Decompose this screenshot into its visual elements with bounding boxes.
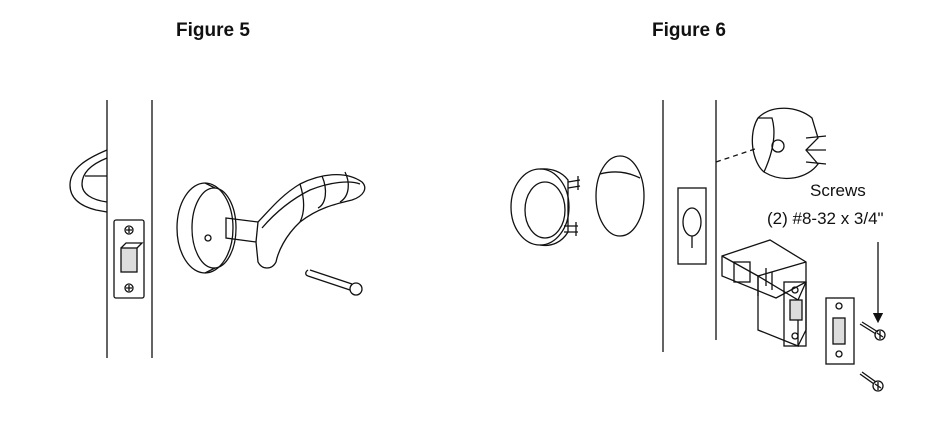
door-edge-mortise <box>677 187 707 265</box>
latch-screw-top <box>124 225 134 235</box>
screw-1 <box>859 321 886 341</box>
bore-hole <box>595 155 645 237</box>
figure-6-drawing <box>510 100 886 392</box>
lever-rose <box>176 182 234 274</box>
latch-front-plate <box>783 281 807 347</box>
latch-faceplate <box>113 219 145 299</box>
lever-handle <box>225 173 366 269</box>
latch-bolt <box>120 247 138 273</box>
latch-screw-bottom <box>124 283 134 293</box>
back-lever <box>69 149 108 213</box>
bracket-guide-line <box>715 147 759 163</box>
callout-screws-spec: (2) #8-32 x 3/4" <box>767 209 884 228</box>
strike-plate <box>825 297 855 365</box>
figure-5-drawing <box>69 100 366 358</box>
rose-cover <box>510 168 570 246</box>
lever-pin <box>307 269 353 291</box>
mounting-bracket <box>751 107 819 180</box>
screw-2 <box>859 371 884 392</box>
figure-5-title: Figure 5 <box>176 20 250 41</box>
callout-screws-label: Screws <box>810 181 866 200</box>
figure-6-title: Figure 6 <box>652 20 726 41</box>
